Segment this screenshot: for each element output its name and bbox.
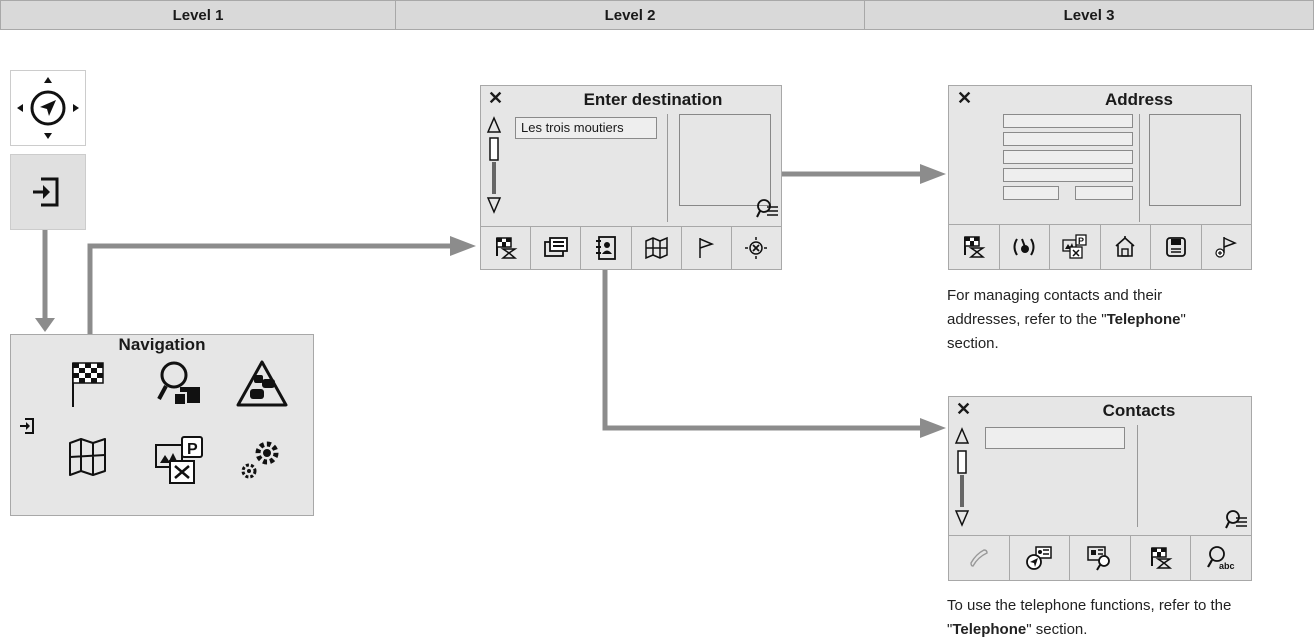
enter-destination-panel: ✕ Enter destination Les trois moutiers — [480, 85, 782, 270]
toolbar-contacts-button[interactable] — [580, 227, 630, 269]
address-title: Address — [1104, 90, 1174, 109]
settings-icon[interactable] — [239, 437, 285, 483]
close-icon[interactable]: ✕ — [956, 399, 972, 419]
address-toolbar: P — [949, 224, 1251, 269]
phone-icon — [970, 549, 988, 567]
enter-destination-title: Enter destination — [583, 90, 723, 109]
toolbar-home-button[interactable] — [1099, 225, 1151, 269]
arrow-to-enter-destination — [87, 243, 452, 370]
address-field[interactable] — [1003, 186, 1059, 200]
checkered-flag-icon[interactable] — [69, 359, 111, 409]
level-3-header: Level 3 — [865, 0, 1314, 30]
add-flag-icon — [1215, 237, 1238, 258]
gps-target-icon — [745, 237, 768, 259]
enter-button[interactable] — [10, 154, 86, 230]
search-list-icon[interactable] — [756, 198, 780, 222]
map-icon[interactable] — [67, 437, 109, 477]
panel-divider — [667, 114, 668, 222]
save-icon — [1165, 237, 1186, 257]
contacts-panel: ✕ Contacts — [948, 396, 1252, 581]
toolbar-gps-button[interactable] — [730, 227, 781, 269]
address-note: For managing contacts and their addresse… — [947, 287, 1186, 352]
toolbar-search-abc-button[interactable]: abc — [1190, 536, 1251, 580]
search-list-icon[interactable] — [1225, 509, 1249, 533]
svg-text:P: P — [187, 441, 198, 458]
close-icon[interactable]: ✕ — [957, 88, 973, 108]
svg-text:P: P — [1078, 236, 1084, 246]
preview-box — [679, 114, 771, 206]
contact-navigate-icon — [1026, 546, 1053, 570]
scrollbar[interactable] — [486, 116, 502, 216]
poi-icon: P — [1062, 234, 1087, 259]
toolbar-map-button[interactable] — [630, 227, 681, 269]
toolbar-guidance-button[interactable] — [1129, 536, 1191, 580]
contacts-toolbar: abc — [949, 535, 1251, 580]
panel-divider — [1137, 425, 1138, 527]
address-field[interactable] — [1075, 186, 1133, 200]
enter-icon — [33, 177, 59, 207]
toolbar-flag-button[interactable] — [680, 227, 731, 269]
contacts-title: Contacts — [1102, 401, 1176, 420]
checkered-flag-icon — [1150, 547, 1173, 569]
toolbar-call-button[interactable] — [949, 536, 1009, 580]
panel-divider — [1139, 114, 1140, 222]
contact-search-icon — [1087, 546, 1110, 571]
preview-box — [1149, 114, 1241, 206]
arrow-to-contacts — [602, 262, 922, 431]
address-card-icon — [543, 237, 568, 257]
traffic-info-icon[interactable] — [236, 359, 288, 409]
contacts-note: To use the telephone functions, refer to… — [947, 597, 1232, 638]
address-panel: ✕ Address P — [948, 85, 1252, 270]
map-touch-icon — [645, 236, 668, 260]
toolbar-navigate-contact-button[interactable] — [1008, 536, 1070, 580]
address-field[interactable] — [1003, 114, 1133, 128]
telephone-reference: Telephone — [952, 621, 1027, 638]
address-field[interactable] — [1003, 132, 1133, 146]
search-abc-icon: abc — [1207, 546, 1235, 571]
level-2-header: Level 2 — [396, 0, 865, 30]
checkered-flag-icon — [495, 237, 518, 259]
toolbar-guidance-button[interactable] — [949, 225, 999, 269]
toolbar-guidance-button[interactable] — [481, 227, 530, 269]
home-icon — [1115, 236, 1135, 257]
toolbar-poi-button[interactable]: P — [1049, 225, 1100, 269]
checkered-flag-icon — [963, 236, 986, 258]
back-icon[interactable] — [19, 417, 35, 435]
enter-destination-toolbar — [481, 226, 781, 269]
contacts-icon — [595, 236, 616, 260]
address-field[interactable] — [1003, 168, 1133, 182]
coordinates-icon — [1013, 238, 1035, 256]
search-map-icon[interactable] — [156, 359, 206, 409]
navigation-panel: Navigation P — [10, 334, 314, 516]
destination-input[interactable]: Les trois moutiers — [515, 117, 657, 139]
flag-icon — [699, 238, 715, 258]
toolbar-address-button[interactable] — [530, 227, 580, 269]
toolbar-add-flag-button[interactable] — [1200, 225, 1252, 269]
toolbar-save-button[interactable] — [1150, 225, 1201, 269]
level-header: Level 1 Level 2 Level 3 — [0, 0, 1314, 32]
toolbar-contact-search-button[interactable] — [1069, 536, 1130, 580]
scrollbar[interactable] — [954, 427, 970, 527]
nav-dial-button[interactable] — [10, 70, 86, 146]
level-1-header: Level 1 — [0, 0, 396, 30]
toolbar-coordinates-button[interactable] — [998, 225, 1050, 269]
navigation-compass-icon — [17, 77, 79, 139]
address-field[interactable] — [1003, 150, 1133, 164]
telephone-reference: Telephone — [1106, 311, 1181, 328]
contacts-search-input[interactable] — [985, 427, 1125, 449]
navigation-title: Navigation — [118, 335, 206, 354]
poi-icon[interactable]: P — [154, 435, 206, 485]
close-icon[interactable]: ✕ — [488, 88, 504, 108]
svg-text:abc: abc — [1219, 561, 1235, 571]
